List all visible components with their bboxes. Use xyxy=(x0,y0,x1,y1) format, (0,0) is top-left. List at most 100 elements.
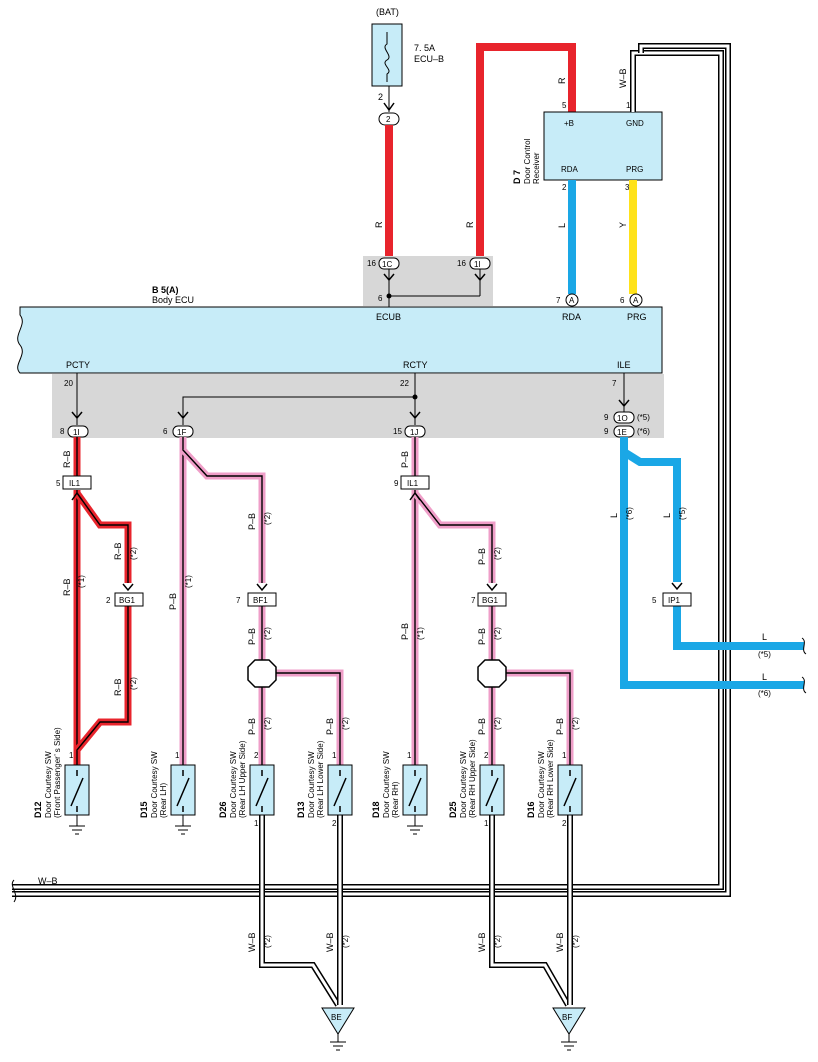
wire-rb-2: R–B xyxy=(62,578,72,596)
receiver-num-prg: 3 xyxy=(625,183,630,192)
switch-location: (Rear RH) xyxy=(391,781,400,818)
star5-1O: (*5) xyxy=(637,413,650,422)
wire-rb-4: R–B xyxy=(113,678,123,696)
il1-left-num: 5 xyxy=(56,479,61,488)
wire-wb-ground-group xyxy=(259,815,573,1007)
switch-pin-bottom: 1 xyxy=(484,819,489,828)
connector-1I-top-label: 1I xyxy=(474,260,481,269)
switch-name: Door Courtesy SW xyxy=(229,751,238,818)
fuse-name: ECU–B xyxy=(414,54,444,64)
switch-pin: 1 xyxy=(69,751,74,760)
note-s2-a: (*2) xyxy=(129,547,138,560)
wire-pb-6: P–B xyxy=(400,451,410,468)
connector-2-label: 2 xyxy=(386,115,391,124)
arrow-ip1-icon xyxy=(671,582,683,591)
ecu-num-rda: 7 xyxy=(556,296,561,305)
wire-r-label-2: R xyxy=(465,221,475,228)
receiver-pin-prg: PRG xyxy=(626,165,643,174)
ground-bf xyxy=(552,1007,586,1035)
switch-pin: 1 xyxy=(175,751,180,760)
wire-rb-3: R–B xyxy=(113,542,123,560)
switch-id: D26 xyxy=(218,801,228,818)
splice-octagon-lh xyxy=(247,659,277,688)
switch-name: Door Courtesy SW xyxy=(44,751,53,818)
ecu-pin-ecub: ECUB xyxy=(376,312,401,322)
wire-y-label-prg: Y xyxy=(618,222,628,228)
wire-l-label-d: L xyxy=(762,672,767,682)
switch-pin: 1 xyxy=(332,751,337,760)
junction-ip1 xyxy=(662,592,692,607)
body-ecu-id: B 5(A) xyxy=(152,285,179,295)
arrow-bg1-right-icon xyxy=(486,583,498,592)
switch-id: D16 xyxy=(526,801,536,818)
note-s2-j: (*2) xyxy=(571,717,580,730)
wire-l-label-rda: L xyxy=(557,223,567,228)
receiver-pin-b: +B xyxy=(564,119,574,128)
connector-a-prg xyxy=(629,293,643,307)
switch-name: Door Courtesy SW xyxy=(459,751,468,818)
note-s2-i: (*2) xyxy=(493,717,502,730)
switch-contact-icon xyxy=(563,770,577,812)
fuse-icon xyxy=(384,32,390,82)
wire-pb-8: P–B xyxy=(477,548,487,565)
switch-location: (Rear LH Upper Side) xyxy=(238,740,247,818)
n15: 15 xyxy=(393,427,402,436)
lead-rcty xyxy=(182,373,416,425)
connector-1E-label: 1E xyxy=(617,428,627,437)
switch-id: D13 xyxy=(296,801,306,818)
note-s1-c: (*1) xyxy=(416,627,425,640)
wire-wb-label-rcv: W–B xyxy=(618,68,628,88)
switch-contact-icon xyxy=(176,770,190,812)
junction-il1-right-label: IL1 xyxy=(407,479,419,488)
junction-bf1-label: BF1 xyxy=(253,596,268,605)
note-s2-k: (*2) xyxy=(263,935,272,948)
connector-a-rda xyxy=(565,293,579,307)
connector-1C-label: 1C xyxy=(382,260,392,269)
switch-pin: 1 xyxy=(562,751,567,760)
junction-il1-left-label: IL1 xyxy=(69,479,81,488)
ground-bf-label: BF xyxy=(562,1013,572,1022)
arrow-bf1-icon xyxy=(256,583,268,592)
arrow-1f-icon xyxy=(177,411,189,420)
arrow-il1-left-icon xyxy=(71,491,83,501)
splice-octagon-rh xyxy=(477,659,507,688)
switch-name: Door Courtesy SW xyxy=(382,751,391,818)
switch-name: Door Courtesy SW xyxy=(537,751,546,818)
wire-blue-ile-group xyxy=(620,437,804,689)
switch-contact-icon xyxy=(70,770,84,812)
wire-pb-2: P–B xyxy=(247,513,257,530)
n16-a: 16 xyxy=(367,259,376,268)
wire-pb-9: P–B xyxy=(477,628,487,645)
receiver-num-b: 5 xyxy=(562,101,567,110)
switch-ground-icon xyxy=(175,815,191,835)
wire-l-label-a: L xyxy=(609,513,619,518)
note-s2-f: (*2) xyxy=(341,717,350,730)
switch-pin-bottom: 2 xyxy=(332,819,337,828)
fuse-pin: 2 xyxy=(378,92,383,102)
bg1-left-num: 2 xyxy=(106,596,111,605)
switch-id: D15 xyxy=(139,801,149,818)
switch-location: (Rear LH) xyxy=(159,783,168,818)
receiver-name-2: Receiver xyxy=(532,152,541,184)
switch-id: D12 xyxy=(33,801,43,818)
wire-l-label-c: L xyxy=(762,632,767,642)
note-s6-b: (*6) xyxy=(758,689,771,698)
wire-break-l2-icon xyxy=(801,676,807,694)
n6: 6 xyxy=(163,427,168,436)
switch-location: (Rear RH Lower Side) xyxy=(546,739,555,818)
ground-be xyxy=(321,1007,355,1035)
connector-1F-label: 1F xyxy=(177,428,186,437)
junction-bg1-right xyxy=(477,592,507,607)
arrow-pcty-icon xyxy=(71,411,83,420)
junction-il1-left xyxy=(62,475,92,490)
bottom-connector-area xyxy=(52,374,664,438)
wire-pb-7: P–B xyxy=(400,623,410,640)
receiver-pin-gnd: GND xyxy=(626,119,644,128)
wire-pb-5: P–B xyxy=(325,718,335,735)
wire-r-label-3: R xyxy=(557,77,567,84)
